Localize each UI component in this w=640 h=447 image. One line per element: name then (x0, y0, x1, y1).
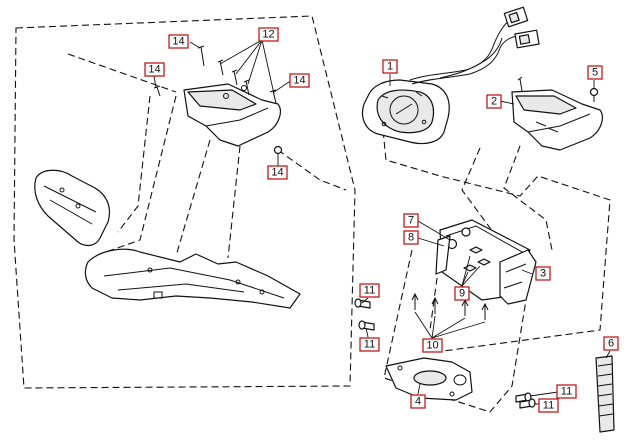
svg-text:14: 14 (148, 64, 160, 76)
side-bracket (499, 249, 537, 305)
callout-8: 8 (403, 230, 419, 245)
svg-text:7: 7 (408, 215, 414, 227)
callout-1: 1 (382, 59, 398, 74)
callout-2: 2 (486, 94, 502, 109)
callout-14-bottom: 14 (267, 165, 288, 180)
callout-7: 7 (403, 213, 419, 228)
callout-14-right: 14 (289, 73, 310, 88)
svg-text:1: 1 (387, 61, 393, 73)
callout-11-upper-left: 11 (359, 283, 380, 298)
callout-3: 3 (535, 266, 551, 281)
wire-harness (409, 6, 540, 85)
svg-text:11: 11 (543, 400, 554, 412)
svg-text:8: 8 (408, 232, 414, 244)
svg-text:11: 11 (561, 386, 572, 398)
callout-14-left: 14 (144, 62, 165, 77)
left-group-outline (13, 15, 356, 389)
instrument-cluster (361, 79, 450, 145)
side-screws-11 (354, 298, 536, 409)
svg-text:10: 10 (426, 340, 438, 352)
callout-6: 6 (603, 336, 619, 351)
strap (595, 355, 615, 433)
svg-text:14: 14 (271, 167, 283, 179)
callout-4: 4 (410, 394, 426, 409)
callout-5: 5 (587, 65, 603, 80)
upper-bracket (511, 76, 603, 151)
svg-text:9: 9 (459, 288, 465, 300)
svg-text:14: 14 (172, 36, 184, 48)
callout-12: 12 (258, 27, 279, 42)
lower-stay (385, 357, 473, 401)
svg-text:11: 11 (364, 339, 375, 351)
svg-text:12: 12 (262, 29, 274, 41)
svg-text:11: 11 (364, 285, 375, 297)
svg-text:14: 14 (293, 75, 305, 87)
callout-14-top: 14 (168, 34, 189, 49)
svg-text:5: 5 (592, 67, 598, 79)
callout-11-lower-left: 11 (359, 337, 380, 352)
svg-text:6: 6 (608, 338, 614, 350)
callout-11-right-lower: 11 (538, 398, 559, 413)
svg-text:3: 3 (540, 268, 546, 280)
bolts-10 (411, 292, 489, 320)
left-mount-bracket (183, 83, 281, 147)
screw-5 (589, 87, 599, 102)
callout-11-right-upper: 11 (556, 384, 577, 399)
svg-text:4: 4 (415, 396, 421, 408)
callout-9: 9 (454, 286, 470, 301)
svg-text:2: 2 (491, 96, 497, 108)
callout-10: 10 (422, 338, 443, 353)
left-routing-lines (67, 53, 347, 259)
front-cover-assembly (34, 169, 301, 309)
